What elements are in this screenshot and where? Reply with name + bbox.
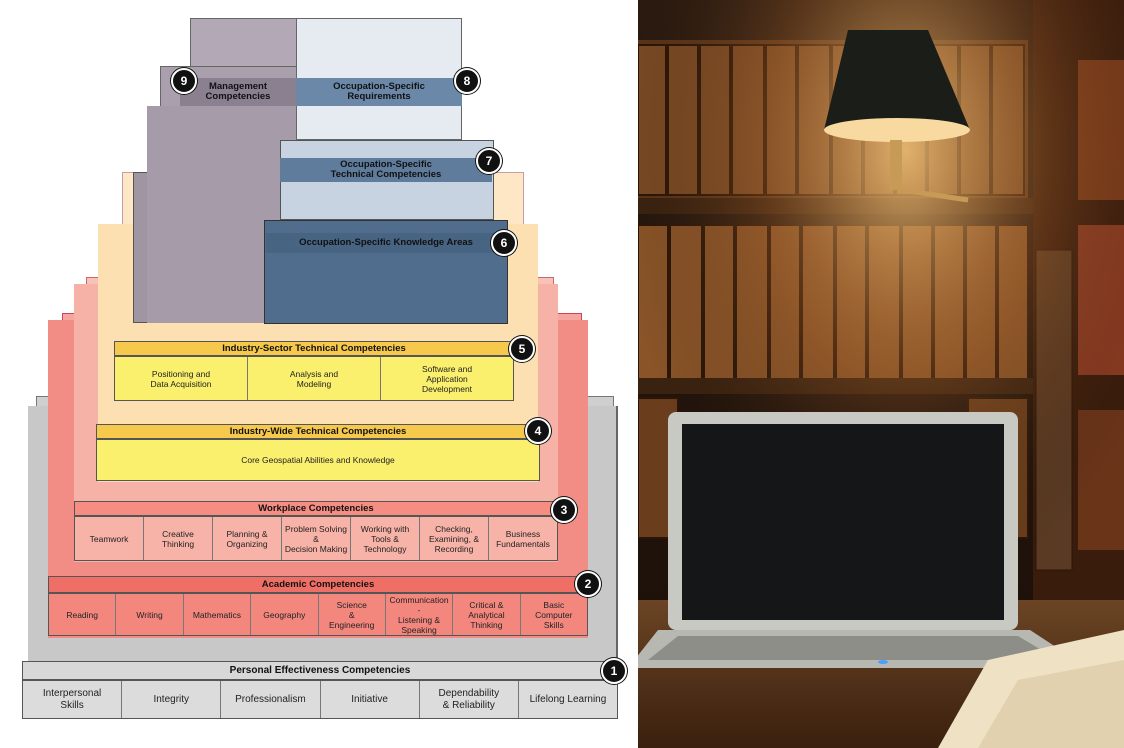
tier3-cell: Planning & Organizing [213, 517, 282, 560]
tier3-cell: Working with Tools & Technology [351, 517, 420, 560]
tier3-badge: 3 [551, 497, 577, 523]
tier2-cell: Geography [251, 594, 319, 635]
tier2-cell: Critical & Analytical Thinking [453, 594, 521, 635]
tier2-badge: 2 [575, 571, 601, 597]
tier3-cell: Problem Solving & Decision Making [282, 517, 351, 560]
library-laptop-photo [638, 0, 1124, 748]
tier3-header: Workplace Competencies [74, 501, 558, 516]
tier3-cell: Checking, Examining, & Recording [420, 517, 489, 560]
competency-pyramid: Management Competencies Occupation-Speci… [22, 18, 627, 719]
tier1-cell: Professionalism [221, 681, 321, 718]
tier5-row: Positioning and Data Acquisition Analysi… [114, 356, 514, 401]
tier1-badge: 1 [601, 658, 627, 684]
tier8-badge: 8 [454, 68, 480, 94]
tier9-header: Management Competencies [180, 78, 296, 106]
tier8-header: Occupation-Specific Requirements [296, 78, 462, 106]
tier2-header: Academic Competencies [48, 576, 588, 593]
tier6-header: Occupation-Specific Knowledge Areas [266, 233, 506, 253]
tier4-badge: 4 [525, 418, 551, 444]
tier3-cell: Business Fundamentals [496, 528, 550, 549]
tier9-badge: 9 [171, 68, 197, 94]
tier2-cell: Science & Engineering [319, 594, 386, 635]
tier2-cell: Communication - Listening & Speaking [386, 594, 454, 635]
tier1-cell: Lifelong Learning [529, 693, 607, 705]
laptop-icon [638, 412, 1088, 668]
tier1-cell: Initiative [321, 681, 420, 718]
tier7-header: Occupation-Specific Technical Competenci… [280, 158, 492, 182]
tier1-row: Interpersonal Skills Integrity Professio… [22, 680, 618, 719]
tier5-header: Industry-Sector Technical Competencies [114, 341, 514, 356]
tier2-row: Reading Writing Mathematics Geography Sc… [48, 593, 588, 636]
open-book-icon [938, 630, 1124, 748]
tier6-badge: 6 [491, 230, 517, 256]
tier7-badge: 7 [476, 148, 502, 174]
tier5-cell: Analysis and Modeling [248, 357, 381, 400]
tier5-cell: Positioning and Data Acquisition [115, 357, 248, 400]
tier3-cell: Creative Thinking [144, 517, 213, 560]
tier1-cell: Interpersonal Skills [23, 681, 123, 718]
tier4-cell: Core Geospatial Abilities and Knowledge [241, 455, 395, 465]
tier4-row: Core Geospatial Abilities and Knowledge [96, 439, 540, 481]
tier1-cell: Integrity [122, 681, 222, 718]
tier5-cell: Software and Application Development [421, 363, 473, 394]
tier2-cell: Writing [116, 594, 184, 635]
tier2-cell: Basic Computer Skills [535, 599, 573, 630]
tier2-cell: Reading [49, 594, 117, 635]
tier2-cell: Mathematics [184, 594, 252, 635]
tier5-badge: 5 [509, 336, 535, 362]
tier3-row: Teamwork Creative Thinking Planning & Or… [74, 516, 558, 561]
tier3-cell: Teamwork [75, 517, 144, 560]
tier1-cell: Dependability & Reliability [420, 681, 519, 718]
tier4-header: Industry-Wide Technical Competencies [96, 424, 540, 439]
tier1-header: Personal Effectiveness Competencies [22, 661, 618, 680]
desk-lamp-icon [824, 30, 970, 203]
